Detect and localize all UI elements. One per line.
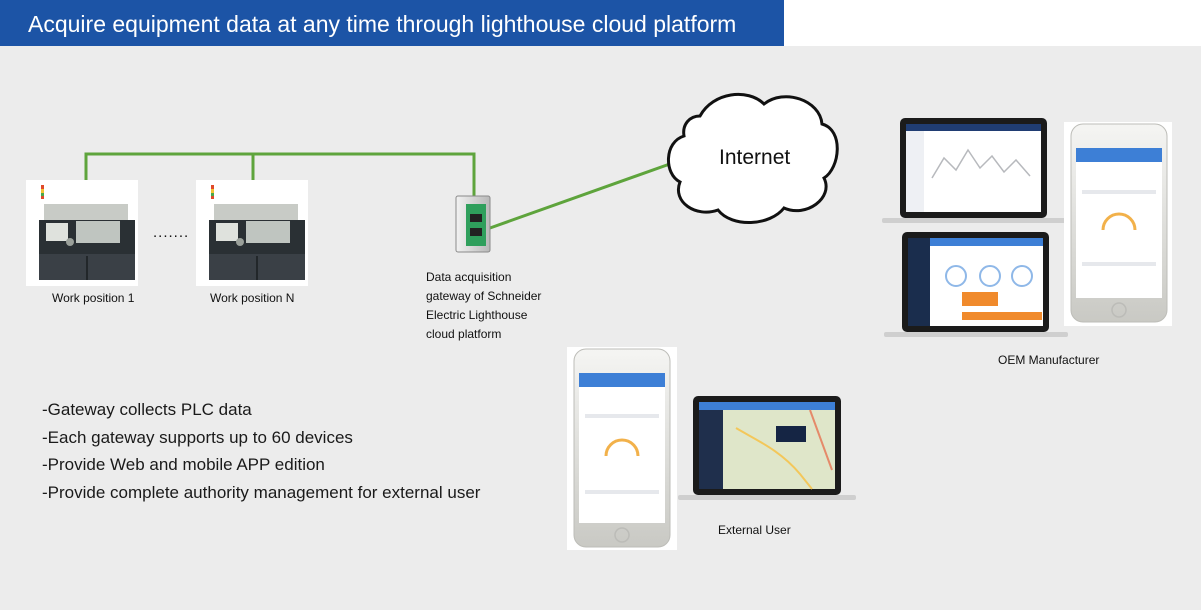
feature-item: -Provide Web and mobile APP edition [42,455,325,474]
feature-list: -Gateway collects PLC data -Each gateway… [42,396,480,506]
oem-manufacturer-label: OEM Manufacturer [998,353,1100,367]
gateway-device [455,195,491,253]
internet-cloud [667,92,839,224]
machine-work-position-1 [26,180,138,286]
external-laptop [678,396,856,500]
header-strip [784,0,1201,46]
machine-work-position-n [196,180,308,286]
title-banner: Acquire equipment data at any time throu… [0,0,784,46]
external-user-label: External User [718,523,791,537]
oem-phone [1064,122,1172,326]
machine-ellipsis: ....... [153,224,190,241]
internet-link [489,158,682,230]
gateway-label-line: gateway of Schneider [426,289,542,303]
label-work-position-1: Work position 1 [52,291,135,305]
oem-laptop-top [882,118,1066,223]
gateway-label-line: Data acquisition [426,270,512,284]
gateway-label-line: cloud platform [426,327,502,341]
feature-item: -Provide complete authority management f… [42,482,481,502]
bus-line [84,152,476,196]
network-links [84,152,682,230]
feature-item: -Each gateway supports up to 60 devices [42,427,353,447]
gateway-label-line: Electric Lighthouse [426,308,528,322]
external-phone [567,347,677,550]
label-work-position-n: Work position N [210,291,295,305]
internet-label: Internet [719,146,791,169]
gateway-label: Data acquisition gateway of Schneider El… [426,268,566,344]
page-title: Acquire equipment data at any time throu… [28,11,737,37]
oem-laptop-bottom [884,232,1068,337]
feature-item: -Gateway collects PLC data [42,400,252,419]
